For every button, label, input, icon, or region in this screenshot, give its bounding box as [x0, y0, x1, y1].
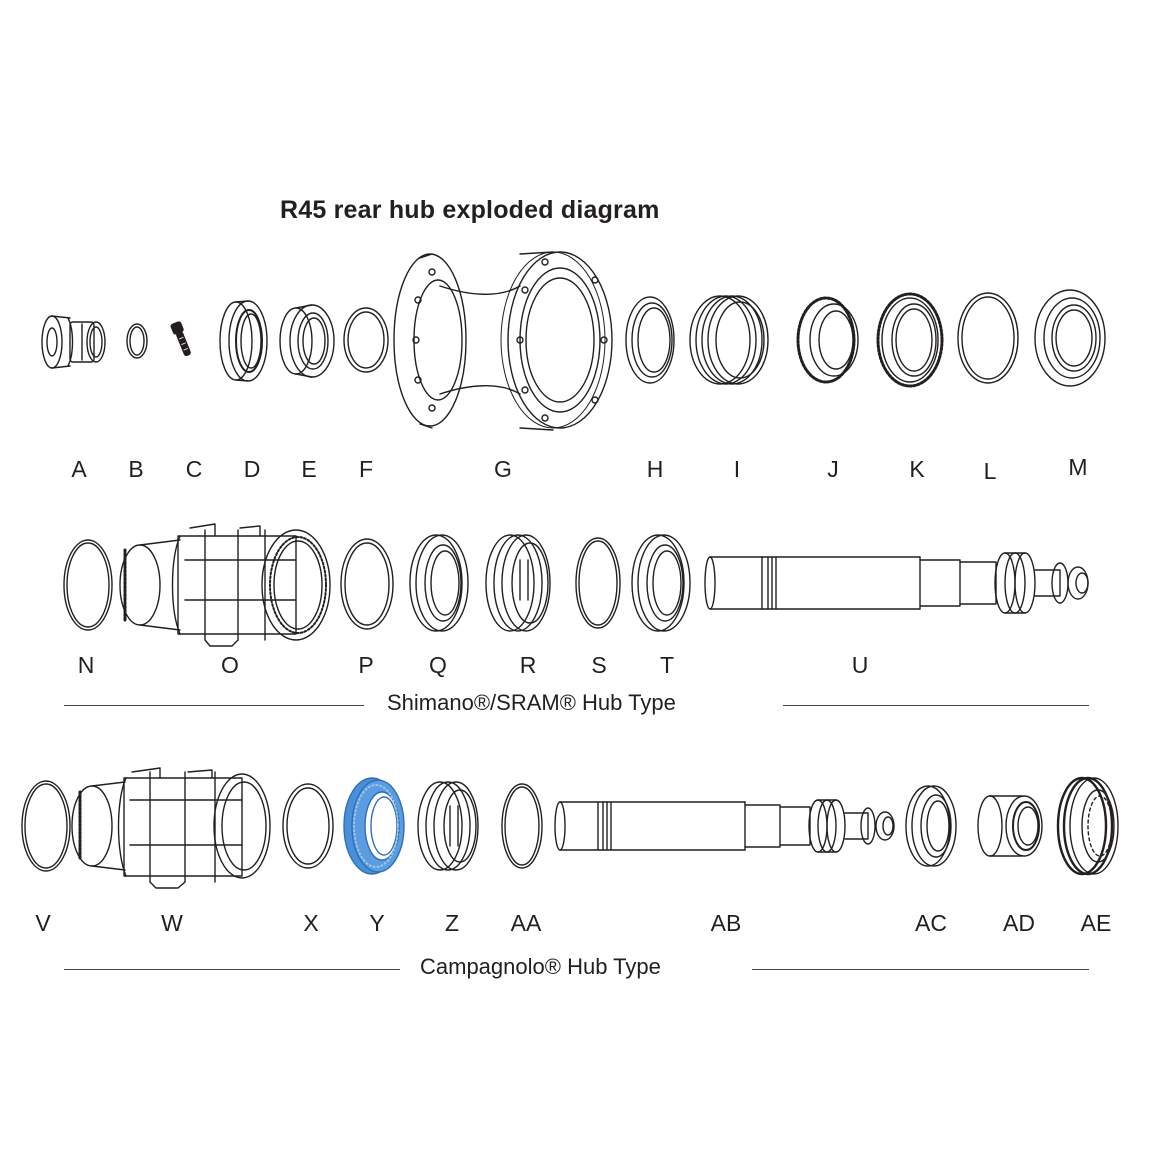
label-a: A: [71, 456, 87, 482]
part-x-washer: [282, 783, 334, 869]
part-i-spring: [689, 295, 769, 385]
label-l: L: [983, 458, 997, 484]
label-j: J: [827, 456, 839, 482]
label-n: N: [77, 652, 95, 678]
label-u: U: [851, 652, 869, 678]
part-w-freehub-body: [71, 767, 271, 889]
part-ad-cup: [977, 795, 1043, 857]
label-p: P: [358, 652, 374, 678]
divider-left-shimano: [64, 705, 364, 706]
part-m-bearing: [1034, 289, 1106, 387]
label-v: V: [35, 910, 51, 936]
part-u-axle: [704, 552, 1089, 614]
section-label-shimano: Shimano®/SRAM® Hub Type: [381, 692, 682, 714]
part-d-lock-ring: [219, 300, 268, 382]
section-label-campagnolo: Campagnolo® Hub Type: [414, 956, 667, 978]
label-ae: AE: [1080, 910, 1112, 936]
part-l-washer: [957, 292, 1019, 384]
part-a-end-cap: [41, 315, 106, 369]
label-w: W: [161, 910, 183, 936]
part-ae-lock-ring: [1056, 776, 1119, 876]
part-b-snap-ring: [126, 323, 148, 359]
label-m: M: [1068, 454, 1088, 480]
part-h-seal: [625, 296, 675, 384]
part-s-o-ring: [575, 537, 621, 629]
label-aa: AA: [510, 910, 542, 936]
label-ab: AB: [710, 910, 742, 936]
divider-right-campagnolo: [752, 969, 1089, 970]
part-y-bearing-highlighted: [343, 777, 405, 875]
label-c: C: [185, 456, 203, 482]
part-r-spacer: [485, 534, 551, 632]
label-t: T: [659, 652, 675, 678]
part-f-washer: [343, 307, 389, 373]
divider-left-campagnolo: [64, 969, 400, 970]
label-k: K: [909, 456, 925, 482]
label-q: Q: [429, 652, 447, 678]
label-f: F: [358, 456, 374, 482]
label-e: E: [301, 456, 317, 482]
label-y: Y: [369, 910, 385, 936]
label-i: I: [733, 456, 741, 482]
part-q-bearing: [409, 534, 469, 632]
label-d: D: [243, 456, 261, 482]
part-t-bearing: [631, 534, 691, 632]
label-h: H: [646, 456, 664, 482]
label-o: O: [221, 652, 239, 678]
label-r: R: [519, 652, 537, 678]
label-ac: AC: [915, 910, 947, 936]
part-n-o-ring: [63, 539, 113, 631]
part-g-hub-shell: [393, 251, 613, 431]
divider-right-shimano: [783, 705, 1089, 706]
part-z-spacer: [417, 781, 479, 871]
label-z: Z: [444, 910, 460, 936]
label-b: B: [128, 456, 144, 482]
part-v-o-ring: [21, 780, 71, 872]
part-j-ratchet: [796, 296, 859, 384]
label-s: S: [591, 652, 607, 678]
diagram-title: R45 rear hub exploded diagram: [280, 196, 660, 224]
part-ac-bearing: [905, 785, 957, 867]
part-ab-axle: [554, 799, 895, 853]
part-o-freehub-body: [119, 523, 331, 647]
part-aa-o-ring: [501, 783, 543, 869]
part-p-washer: [340, 538, 394, 630]
part-e-bearing: [279, 304, 335, 378]
part-c-bolt: [170, 321, 191, 357]
label-x: X: [303, 910, 319, 936]
label-ad: AD: [1003, 910, 1035, 936]
label-g: G: [494, 456, 512, 482]
part-k-toothed-ring: [876, 292, 944, 388]
